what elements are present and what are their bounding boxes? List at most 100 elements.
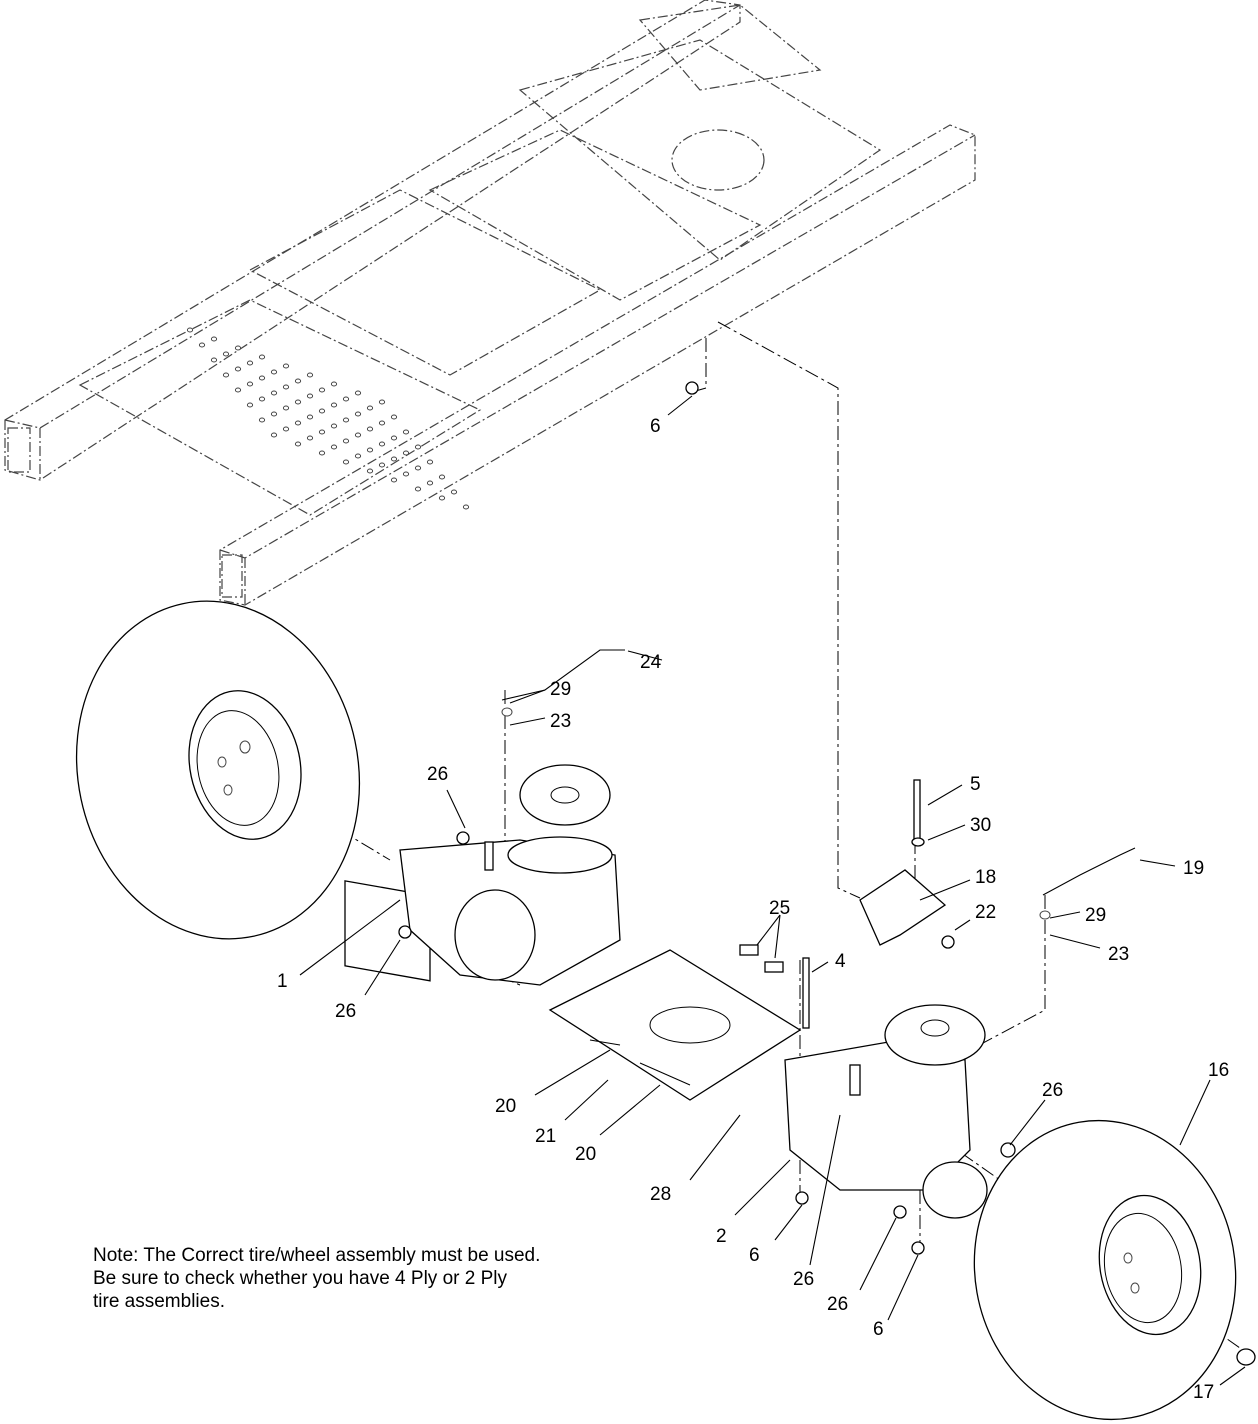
- frame-hole: [306, 435, 314, 441]
- callout-19: 19: [1183, 858, 1204, 879]
- frame-hole: [354, 390, 362, 396]
- frame-hole: [378, 441, 386, 447]
- frame-hole: [234, 366, 242, 372]
- frame-hole: [354, 411, 362, 417]
- frame-hole: [270, 432, 278, 438]
- leader-lines: [299, 395, 1246, 1386]
- callout-6: 6: [749, 1245, 760, 1266]
- frame-hole: [426, 480, 434, 486]
- frame-hole: [342, 417, 350, 423]
- frame-hole: [294, 441, 302, 447]
- callout-24: 24: [640, 652, 662, 673]
- left-tire: [75, 600, 361, 940]
- callout-4: 4: [835, 951, 846, 972]
- frame-hole: [390, 456, 398, 462]
- frame-hole: [438, 474, 446, 480]
- callout-6: 6: [650, 416, 661, 437]
- frame-hole: [378, 399, 386, 405]
- callout-26: 26: [827, 1294, 848, 1315]
- frame-hole: [270, 390, 278, 396]
- frame-hole: [366, 426, 374, 432]
- note-line-1: Note: The Correct tire/wheel assembly mu…: [93, 1245, 541, 1266]
- callout-26: 26: [1042, 1080, 1063, 1101]
- callout-26: 26: [427, 764, 448, 785]
- tire-assembly-note: Note: The Correct tire/wheel assembly mu…: [93, 1244, 693, 1313]
- frame-hole: [318, 387, 326, 393]
- frame-hole: [342, 459, 350, 465]
- callout-28: 28: [650, 1184, 671, 1205]
- callout-1: 1: [277, 971, 288, 992]
- pump-mount-plate: [501, 381, 1051, 1101]
- callout-23: 23: [550, 711, 571, 732]
- frame-phantom: [4, 0, 976, 606]
- frame-hole: [366, 405, 374, 411]
- frame-hole: [318, 450, 326, 456]
- callout-29: 29: [550, 679, 571, 700]
- frame-hole: [342, 396, 350, 402]
- frame-hole: [390, 477, 398, 483]
- frame-hole: [306, 372, 314, 378]
- right-transaxle: [784, 847, 1136, 1255]
- frame-hole: [438, 495, 446, 501]
- frame-hole: [378, 420, 386, 426]
- frame-hole: [222, 351, 230, 357]
- frame-hole: [246, 381, 254, 387]
- frame-hole: [330, 444, 338, 450]
- frame-hole: [306, 414, 314, 420]
- callout-labels: 6 24 29 23 26 5 30 19 18 22 29 25 23 4 1…: [277, 416, 1229, 1403]
- frame-hole: [390, 435, 398, 441]
- frame-hole: [186, 327, 194, 333]
- frame-hole: [294, 399, 302, 405]
- callout-21: 21: [535, 1126, 556, 1147]
- frame-hole: [258, 396, 266, 402]
- callout-25: 25: [769, 898, 790, 919]
- frame-hole: [354, 432, 362, 438]
- callout-26: 26: [335, 1001, 356, 1022]
- callout-5: 5: [970, 774, 981, 795]
- frame-hole: [426, 459, 434, 465]
- frame-hole: [462, 504, 470, 510]
- frame-hole: [414, 444, 422, 450]
- frame-hole: [354, 453, 362, 459]
- callout-20: 20: [575, 1144, 596, 1165]
- frame-hole: [306, 393, 314, 399]
- frame-hole: [258, 354, 266, 360]
- frame-hole: [258, 375, 266, 381]
- frame-hole: [330, 381, 338, 387]
- frame-hole: [366, 447, 374, 453]
- callout-6: 6: [873, 1319, 884, 1340]
- frame-hole: [342, 438, 350, 444]
- frame-hole: [402, 450, 410, 456]
- callout-23: 23: [1108, 944, 1129, 965]
- callout-22: 22: [975, 902, 996, 923]
- frame-hole: [222, 372, 230, 378]
- frame-hole: [210, 336, 218, 342]
- frame-hole: [330, 423, 338, 429]
- frame-hole: [450, 489, 458, 495]
- frame-hole: [378, 462, 386, 468]
- frame-hole: [258, 417, 266, 423]
- note-line-2: Be sure to check whether you have 4 Ply …: [93, 1268, 507, 1289]
- callout-30: 30: [970, 815, 991, 836]
- frame-hole: [390, 414, 398, 420]
- frame-hole: [282, 384, 290, 390]
- frame-hole: [270, 411, 278, 417]
- frame-hole: [318, 408, 326, 414]
- frame-hole: [210, 357, 218, 363]
- frame-hole: [414, 465, 422, 471]
- callout-26: 26: [793, 1269, 814, 1290]
- frame-hole: [330, 402, 338, 408]
- frame-hole: [270, 369, 278, 375]
- frame-hole: [282, 363, 290, 369]
- frame-hole: [282, 426, 290, 432]
- callout-17: 17: [1193, 1382, 1214, 1403]
- frame-hole: [246, 402, 254, 408]
- note-line-3: tire assemblies.: [93, 1291, 225, 1312]
- right-tire: [973, 1119, 1256, 1421]
- callout-29: 29: [1085, 905, 1106, 926]
- frame-hole: [234, 345, 242, 351]
- left-transaxle: [344, 649, 625, 986]
- frame-holes: [186, 327, 470, 510]
- callout-2: 2: [716, 1226, 727, 1247]
